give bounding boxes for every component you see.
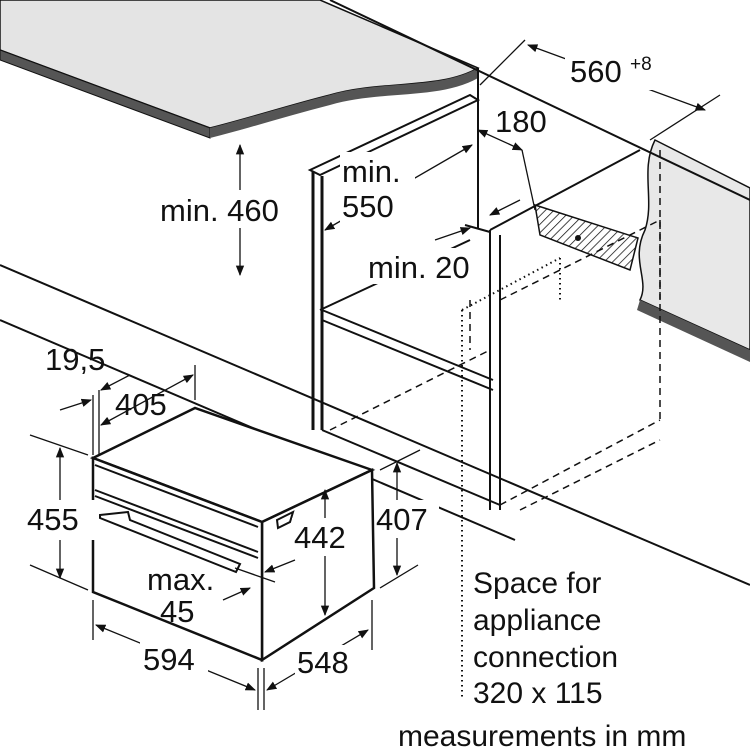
label-depth-side: 548 [297,645,349,680]
label-height-front: 455 [27,502,79,537]
note-connection-4: 320 x 115 [473,677,603,710]
label-depth-top: 405 [115,387,167,422]
label-vent-opening: 180 [495,104,547,139]
label-height-side: 407 [376,502,428,537]
left-countertop [0,0,480,139]
label-front-offset: 19,5 [45,342,105,377]
label-height-inner: 442 [294,520,346,555]
label-min-550-2: 550 [342,189,394,224]
notes: Space for appliance connection 320 x 115… [398,560,686,750]
label-min-460: min. 460 [160,193,279,228]
label-niche-tolerance: +8 [630,54,652,75]
label-width-front: 594 [143,642,195,677]
label-min-550-1: min. [342,154,401,189]
note-connection-3: connection [473,641,618,674]
ventilation-opening [534,203,639,272]
note-connection-1: Space for [473,567,601,600]
label-min-20: min. 20 [368,250,470,285]
label-niche-width: 560 [570,54,622,89]
oven [89,406,376,663]
dimension-lines [29,39,721,710]
note-units: measurements in mm [398,720,686,750]
label-handle-max-2: 45 [160,594,194,629]
label-handle-max-1: max. [147,562,214,597]
dimension-labels: 560 +8 180 min. 460 min. 550 min. 20 19,… [25,50,665,681]
note-connection-2: appliance [473,604,601,637]
